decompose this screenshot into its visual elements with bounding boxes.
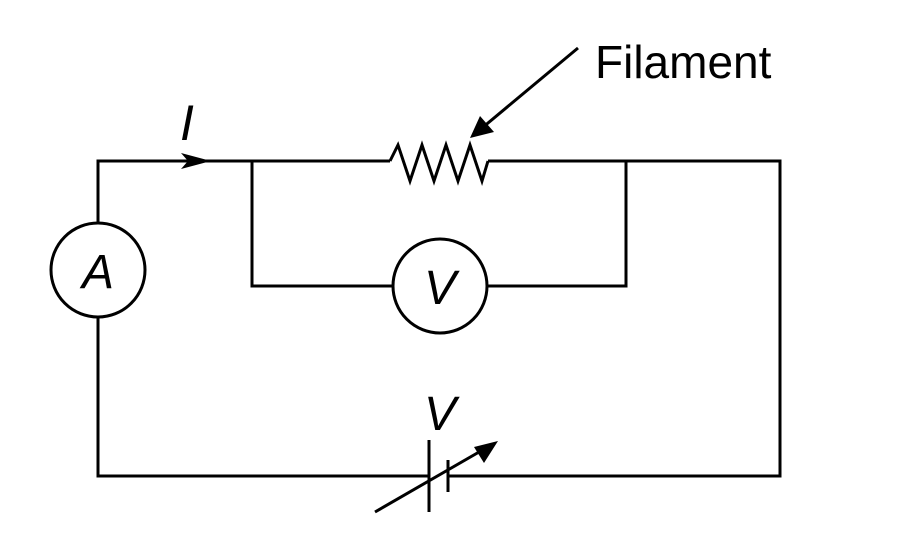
current-arrow-icon bbox=[181, 153, 211, 169]
variable-supply-arrow-line bbox=[374, 446, 487, 514]
voltmeter-label: V bbox=[424, 262, 460, 315]
filament-pointer-arrowhead-icon bbox=[470, 116, 494, 138]
filament-pointer-line bbox=[481, 46, 579, 130]
current-label: I bbox=[180, 95, 194, 151]
ammeter-icon bbox=[49, 221, 147, 319]
bottom-left-wire bbox=[96, 318, 428, 478]
filament-resistor bbox=[388, 140, 490, 186]
top-right-wire bbox=[448, 159, 782, 478]
filament-label: Filament bbox=[595, 36, 772, 88]
ammeter-label: A bbox=[79, 246, 114, 299]
top-left-wire bbox=[96, 159, 390, 222]
voltmeter-branch-wire bbox=[250, 161, 628, 288]
variable-supply-arrowhead-icon bbox=[474, 441, 498, 463]
voltmeter-icon bbox=[391, 237, 489, 335]
supply-label: V bbox=[424, 388, 460, 441]
